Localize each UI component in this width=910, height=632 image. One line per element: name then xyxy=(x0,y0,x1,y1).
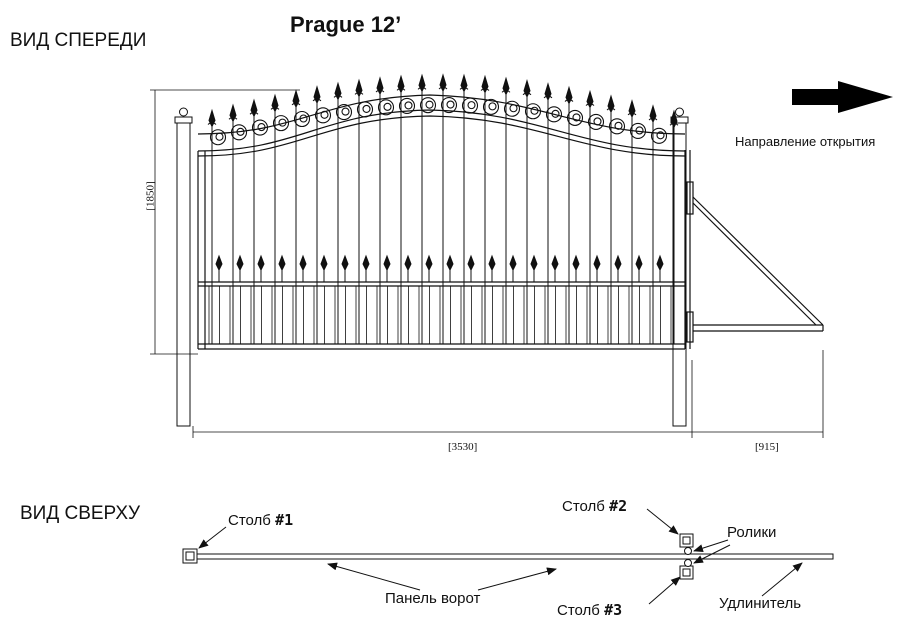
extension-callout: Удлинитель xyxy=(719,595,802,612)
gate-frame xyxy=(197,94,691,350)
post-3-number: #3 xyxy=(604,601,623,619)
front-view-label: ВИД СПЕРЕДИ xyxy=(10,30,147,51)
extension-brace xyxy=(686,181,824,343)
front-left-post xyxy=(174,107,193,427)
callout-arrows xyxy=(198,508,803,605)
opening-direction-label: Направление открытия xyxy=(735,134,876,149)
post-3-text: Столб xyxy=(557,602,605,619)
post-1-number: #1 xyxy=(275,511,294,529)
post-2-text: Столб xyxy=(562,498,610,515)
diagram-title: Prague 12’ xyxy=(290,12,402,37)
post-2-number: #2 xyxy=(609,497,628,515)
dimension-lines xyxy=(150,89,824,438)
gate-pickets xyxy=(207,73,679,344)
gate-panel-callout: Панель ворот xyxy=(385,590,481,607)
post-1-text: Столб xyxy=(228,512,276,529)
top-view-label: ВИД СВЕРХУ xyxy=(20,503,141,524)
rollers-callout: Ролики xyxy=(727,524,777,541)
post-2-callout: Столб #2 xyxy=(562,497,627,515)
gate-scrolls xyxy=(209,96,668,146)
extension-dimension: [915] xyxy=(755,441,779,453)
top-view-plan xyxy=(182,533,834,580)
gate-panel-bar xyxy=(196,553,834,560)
roller-1 xyxy=(684,547,692,555)
roller-2 xyxy=(684,559,692,567)
front-right-post xyxy=(670,107,689,427)
width-dimension: [3530] xyxy=(448,441,478,453)
post-3-callout: Столб #3 xyxy=(557,601,622,619)
post-1-callout: Столб #1 xyxy=(228,511,293,529)
opening-direction-arrow-icon xyxy=(792,81,893,113)
